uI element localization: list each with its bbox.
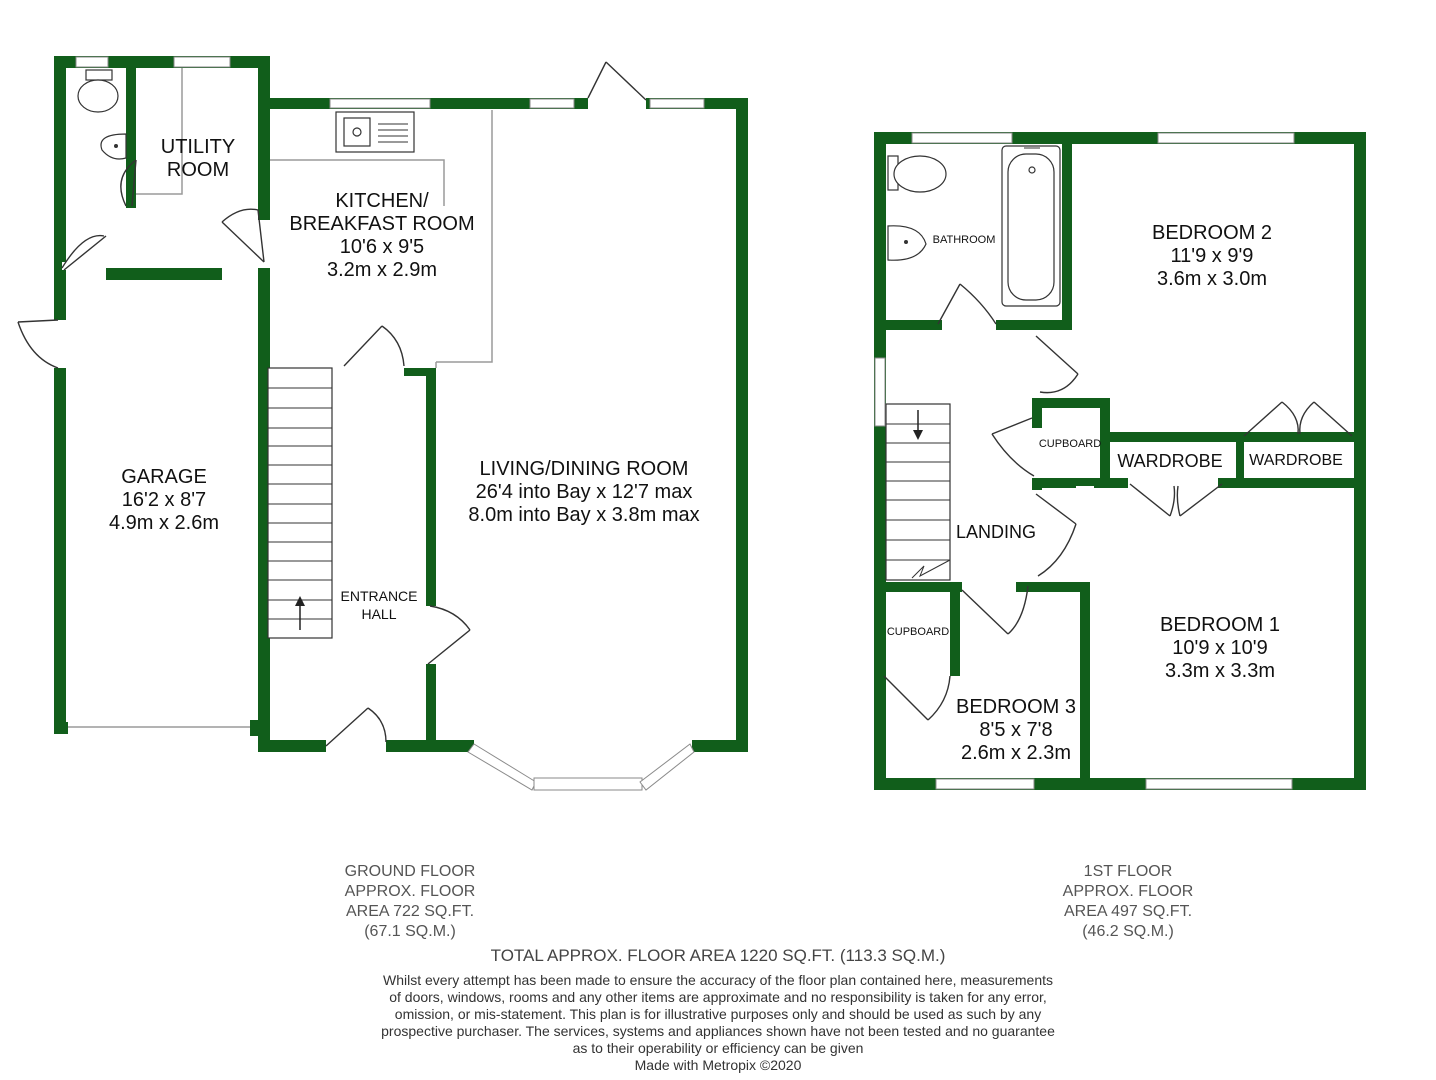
room-name: BEDROOM 2 [1151, 222, 1273, 244]
basin-icon [887, 225, 927, 261]
total-floor-area: TOTAL APPROX. FLOOR AREA 1220 SQ.FT. (11… [490, 946, 946, 965]
window-icon [529, 98, 575, 109]
room-name: HALL [361, 606, 397, 622]
disclaimer-line: Whilst every attempt has been made to en… [382, 972, 1054, 988]
wardrobe-1-label: WARDROBE [1117, 451, 1222, 472]
credit-line: Made with Metropix ©2020 [634, 1057, 802, 1073]
summary-line: (67.1 SQ.M.) [364, 923, 456, 940]
living-room-label: LIVING/DINING ROOM 26'4 into Bay x 12'7 … [468, 458, 699, 527]
sink-icon [335, 111, 415, 153]
cupboard-landing-label: CUPBOARD [1039, 438, 1101, 451]
room-name: WARDROBE [1117, 451, 1223, 471]
first-floor-summary: 1ST FLOOR APPROX. FLOOR AREA 497 SQ.FT. … [1063, 862, 1194, 942]
summary-line: AREA 722 SQ.FT. [345, 903, 475, 920]
bathroom-label: BATHROOM [933, 234, 996, 247]
door-swing-icon [883, 283, 1353, 721]
summary-line: APPROX. FLOOR [1062, 883, 1194, 900]
summary-line: GROUND FLOOR [344, 863, 476, 880]
toilet-icon [887, 155, 947, 193]
room-size-imperial: 8'5 x 7'8 [979, 719, 1053, 741]
window-icon [329, 98, 431, 109]
room-size-metric: 3.2m x 2.9m [326, 259, 438, 281]
window-icon [935, 778, 1035, 790]
room-name: BEDROOM 3 [955, 696, 1077, 718]
room-name: BEDROOM 1 [1159, 614, 1281, 636]
room-name: ENTRANCE [340, 588, 418, 604]
stairs-icon [885, 403, 951, 581]
bedroom-3-label: BEDROOM 3 8'5 x 7'8 2.6m x 2.3m [956, 696, 1076, 765]
window-icon [173, 56, 231, 68]
room-size-metric: 3.3m x 3.3m [1164, 660, 1276, 682]
room-size-imperial: 26'4 into Bay x 12'7 max [475, 481, 693, 503]
ground-floor-summary: GROUND FLOOR APPROX. FLOOR AREA 722 SQ.F… [345, 862, 476, 942]
first-floor-plan [874, 132, 1366, 790]
summary-line: APPROX. FLOOR [344, 883, 476, 900]
room-name: ROOM [166, 159, 230, 181]
room-name: CUPBOARD [1038, 438, 1102, 450]
summary-line: AREA 497 SQ.FT. [1063, 903, 1193, 920]
utility-room-label: UTILITY ROOM [161, 136, 235, 182]
landing-label: LANDING [956, 522, 1036, 543]
wardrobe-2-label: WARDROBE [1249, 452, 1343, 470]
kitchen-label: KITCHEN/ BREAKFAST ROOM 10'6 x 9'5 3.2m … [289, 190, 474, 282]
bedroom-1-label: BEDROOM 1 10'9 x 10'9 3.3m x 3.3m [1160, 614, 1280, 683]
door-swing-icon [17, 61, 647, 747]
room-name: BREAKFAST ROOM [289, 213, 475, 235]
basin-icon [100, 133, 127, 160]
room-size-imperial: 11'9 x 9'9 [1170, 245, 1254, 267]
disclaimer-line: as to their operability or efficiency ca… [572, 1040, 864, 1056]
room-name: WARDROBE [1249, 452, 1343, 469]
stairs-icon [267, 367, 333, 639]
disclaimer-line: of doors, windows, rooms and any other i… [389, 989, 1047, 1005]
room-name: LIVING/DINING ROOM [479, 458, 689, 480]
room-name: BATHROOM [932, 234, 996, 246]
entrance-hall-label: ENTRANCE HALL [340, 587, 417, 623]
room-size-metric: 4.9m x 2.6m [108, 512, 220, 534]
window-icon [874, 357, 886, 427]
room-name: LANDING [955, 522, 1037, 542]
ground-floor-plan [17, 56, 748, 791]
room-size-imperial: 10'9 x 10'9 [1172, 637, 1268, 659]
window-icon [1157, 132, 1295, 144]
garage-label: GARAGE 16'2 x 8'7 4.9m x 2.6m [109, 466, 219, 535]
window-icon [1145, 778, 1293, 790]
summary-line: 1ST FLOOR [1083, 863, 1173, 880]
room-size-imperial: 16'2 x 8'7 [121, 489, 207, 511]
room-size-metric: 2.6m x 2.3m [960, 742, 1072, 764]
cupboard-bedroom3-label: CUPBOARD [887, 626, 949, 639]
room-size-metric: 8.0m into Bay x 3.8m max [468, 504, 700, 526]
room-name: GARAGE [121, 466, 207, 488]
bath-icon [1001, 145, 1061, 307]
room-name: KITCHEN/ [335, 190, 429, 212]
window-icon [649, 98, 705, 109]
disclaimer-line: prospective purchaser. The services, sys… [381, 1023, 1055, 1039]
toilet-icon [77, 69, 119, 113]
room-size-metric: 3.6m x 3.0m [1156, 268, 1268, 290]
disclaimer-line: omission, or mis-statement. This plan is… [394, 1006, 1042, 1022]
summary-line: (46.2 SQ.M.) [1082, 923, 1174, 940]
window-icon [75, 56, 109, 68]
room-name: CUPBOARD [886, 626, 950, 638]
disclaimer: Whilst every attempt has been made to en… [381, 972, 1055, 1074]
room-name: UTILITY [160, 136, 236, 158]
bedroom-2-label: BEDROOM 2 11'9 x 9'9 3.6m x 3.0m [1152, 222, 1272, 291]
window-icon [911, 132, 1013, 144]
bay-window-icon [467, 743, 537, 791]
room-size-imperial: 10'6 x 9'5 [339, 236, 425, 258]
